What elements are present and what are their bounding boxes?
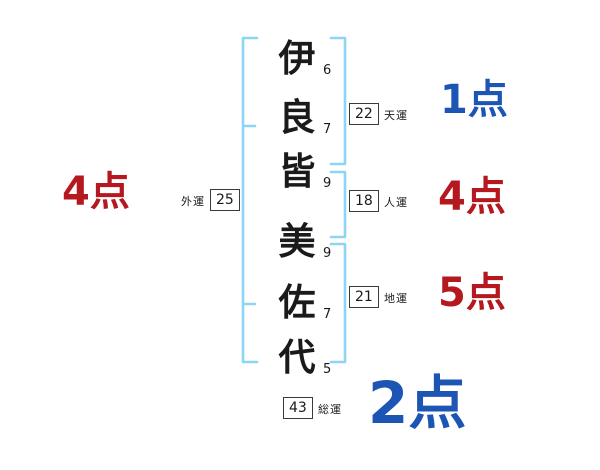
- jinun-score: 4点: [438, 174, 506, 220]
- stroke-count-6: 5: [323, 362, 332, 377]
- tenun-label: 天運: [384, 109, 408, 122]
- gaiun-score: 4点: [62, 169, 130, 215]
- souun-score: 2点: [368, 369, 467, 437]
- tenun-value-box: 22: [349, 103, 379, 125]
- jinun-bracket: [329, 170, 347, 239]
- gaiun-left-bracket: [241, 36, 259, 364]
- souun-value-box: 43: [283, 397, 313, 419]
- tenun-bracket: [329, 36, 347, 166]
- jinun-value-box: 18: [349, 190, 379, 212]
- name-char-3: 皆: [278, 150, 316, 193]
- name-char-6: 代: [278, 336, 316, 379]
- chiun-score: 5点: [438, 270, 506, 316]
- stroke-count-1: 6: [323, 63, 332, 78]
- stroke-count-3: 9: [323, 176, 332, 191]
- gaiun-label: 外運: [181, 195, 205, 208]
- name-char-5: 佐: [278, 281, 316, 324]
- chiun-label: 地運: [384, 292, 408, 305]
- name-char-4: 美: [278, 220, 316, 263]
- name-char-1: 伊: [278, 37, 316, 80]
- tenun-score: 1点: [440, 77, 508, 123]
- stroke-count-2: 7: [323, 122, 332, 137]
- stroke-count-5: 7: [323, 307, 332, 322]
- jinun-label: 人運: [384, 196, 408, 209]
- chiun-bracket: [329, 242, 347, 364]
- gaiun-value-box: 25: [210, 189, 240, 211]
- stroke-count-4: 9: [323, 246, 332, 261]
- name-char-2: 良: [278, 96, 316, 139]
- souun-label: 総運: [318, 403, 342, 416]
- chiun-value-box: 21: [349, 286, 379, 308]
